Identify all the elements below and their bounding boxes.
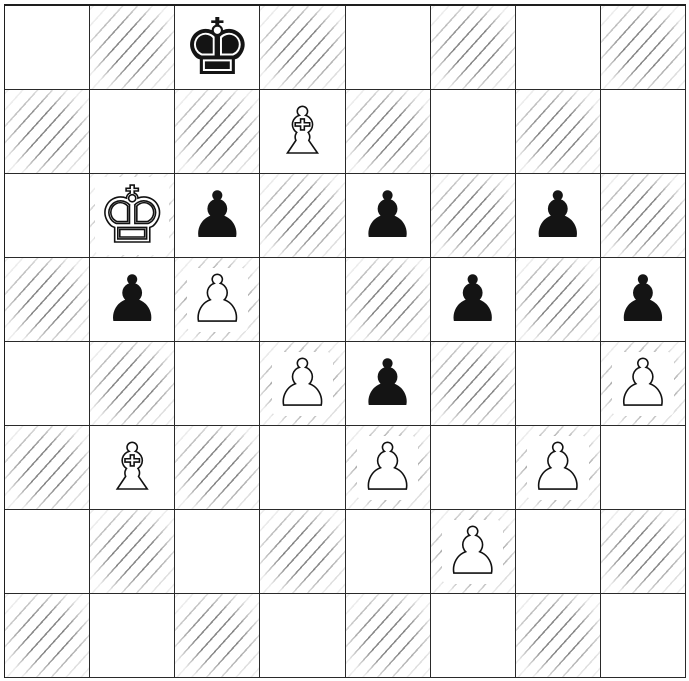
black-pawn-glyph: ♟ (357, 184, 418, 248)
square-h2[interactable] (601, 510, 686, 594)
square-h5[interactable]: ♟ (601, 258, 686, 342)
square-d5[interactable] (260, 258, 345, 342)
black-pawn-icon[interactable]: ♟ (102, 268, 163, 332)
square-b1[interactable] (90, 594, 175, 678)
square-b6[interactable]: ♚ (90, 174, 175, 258)
black-pawn-glyph: ♟ (357, 352, 418, 416)
black-pawn-icon[interactable]: ♟ (527, 184, 588, 248)
square-a6[interactable] (5, 174, 90, 258)
square-g1[interactable] (516, 594, 601, 678)
square-e3[interactable]: ♟ (346, 426, 431, 510)
square-c1[interactable] (175, 594, 260, 678)
square-g2[interactable] (516, 510, 601, 594)
square-h7[interactable] (601, 90, 686, 174)
black-pawn-glyph: ♟ (102, 268, 163, 332)
square-d1[interactable] (260, 594, 345, 678)
square-e4[interactable]: ♟ (346, 342, 431, 426)
square-g8[interactable] (516, 6, 601, 90)
square-f2[interactable]: ♟ (431, 510, 516, 594)
square-d7[interactable]: ♝ (260, 90, 345, 174)
square-a8[interactable] (5, 6, 90, 90)
square-g7[interactable] (516, 90, 601, 174)
square-f8[interactable] (431, 6, 516, 90)
white-pawn-glyph: ♟ (442, 520, 503, 584)
black-pawn-glyph: ♟ (187, 184, 248, 248)
square-c4[interactable] (175, 342, 260, 426)
square-c8[interactable]: ♚ (175, 6, 260, 90)
square-f3[interactable] (431, 426, 516, 510)
square-e2[interactable] (346, 510, 431, 594)
white-pawn-glyph: ♟ (272, 352, 333, 416)
square-f7[interactable] (431, 90, 516, 174)
white-pawn-glyph: ♟ (187, 268, 248, 332)
white-pawn-icon[interactable]: ♟ (357, 436, 418, 500)
white-pawn-icon[interactable]: ♟ (442, 520, 503, 584)
square-d6[interactable] (260, 174, 345, 258)
square-a5[interactable] (5, 258, 90, 342)
black-pawn-icon[interactable]: ♟ (442, 268, 503, 332)
square-h6[interactable] (601, 174, 686, 258)
white-bishop-icon[interactable]: ♝ (102, 436, 163, 500)
square-d2[interactable] (260, 510, 345, 594)
square-h8[interactable] (601, 6, 686, 90)
square-e7[interactable] (346, 90, 431, 174)
black-pawn-icon[interactable]: ♟ (357, 184, 418, 248)
square-a3[interactable] (5, 426, 90, 510)
white-pawn-glyph: ♟ (357, 436, 418, 500)
black-pawn-glyph: ♟ (442, 268, 503, 332)
square-d3[interactable] (260, 426, 345, 510)
white-pawn-icon[interactable]: ♟ (187, 268, 248, 332)
square-e5[interactable] (346, 258, 431, 342)
square-g5[interactable] (516, 258, 601, 342)
white-pawn-icon[interactable]: ♟ (527, 436, 588, 500)
square-e6[interactable]: ♟ (346, 174, 431, 258)
black-pawn-icon[interactable]: ♟ (612, 268, 673, 332)
chessboard: ♚ ♝ ♚ ♟ ♟ ♟ ♟ ♟ ♟ ♟ ♟ ♟ ♟ ♝ ♟ ♟ ♟ (4, 4, 686, 678)
white-king-icon[interactable]: ♚ (95, 177, 169, 255)
square-b7[interactable] (90, 90, 175, 174)
square-c3[interactable] (175, 426, 260, 510)
square-h4[interactable]: ♟ (601, 342, 686, 426)
square-d4[interactable]: ♟ (260, 342, 345, 426)
square-b2[interactable] (90, 510, 175, 594)
white-pawn-glyph: ♟ (527, 436, 588, 500)
square-f5[interactable]: ♟ (431, 258, 516, 342)
square-d8[interactable] (260, 6, 345, 90)
square-b3[interactable]: ♝ (90, 426, 175, 510)
white-pawn-icon[interactable]: ♟ (272, 352, 333, 416)
square-f4[interactable] (431, 342, 516, 426)
black-pawn-icon[interactable]: ♟ (187, 184, 248, 248)
white-bishop-icon[interactable]: ♝ (272, 100, 333, 164)
square-a2[interactable] (5, 510, 90, 594)
black-pawn-icon[interactable]: ♟ (357, 352, 418, 416)
white-pawn-icon[interactable]: ♟ (612, 352, 673, 416)
black-pawn-glyph: ♟ (527, 184, 588, 248)
square-f1[interactable] (431, 594, 516, 678)
black-king-icon[interactable]: ♚ (180, 9, 254, 87)
square-a7[interactable] (5, 90, 90, 174)
white-king-glyph: ♚ (95, 177, 169, 255)
black-pawn-glyph: ♟ (612, 268, 673, 332)
square-c5[interactable]: ♟ (175, 258, 260, 342)
square-e1[interactable] (346, 594, 431, 678)
square-c2[interactable] (175, 510, 260, 594)
square-g3[interactable]: ♟ (516, 426, 601, 510)
white-pawn-glyph: ♟ (612, 352, 673, 416)
black-king-glyph: ♚ (180, 9, 254, 87)
square-h1[interactable] (601, 594, 686, 678)
white-bishop-glyph: ♝ (272, 100, 333, 164)
square-b4[interactable] (90, 342, 175, 426)
square-c7[interactable] (175, 90, 260, 174)
white-bishop-glyph: ♝ (102, 436, 163, 500)
square-b8[interactable] (90, 6, 175, 90)
square-f6[interactable] (431, 174, 516, 258)
square-a4[interactable] (5, 342, 90, 426)
square-h3[interactable] (601, 426, 686, 510)
square-g4[interactable] (516, 342, 601, 426)
square-e8[interactable] (346, 6, 431, 90)
square-b5[interactable]: ♟ (90, 258, 175, 342)
square-a1[interactable] (5, 594, 90, 678)
square-c6[interactable]: ♟ (175, 174, 260, 258)
square-g6[interactable]: ♟ (516, 174, 601, 258)
